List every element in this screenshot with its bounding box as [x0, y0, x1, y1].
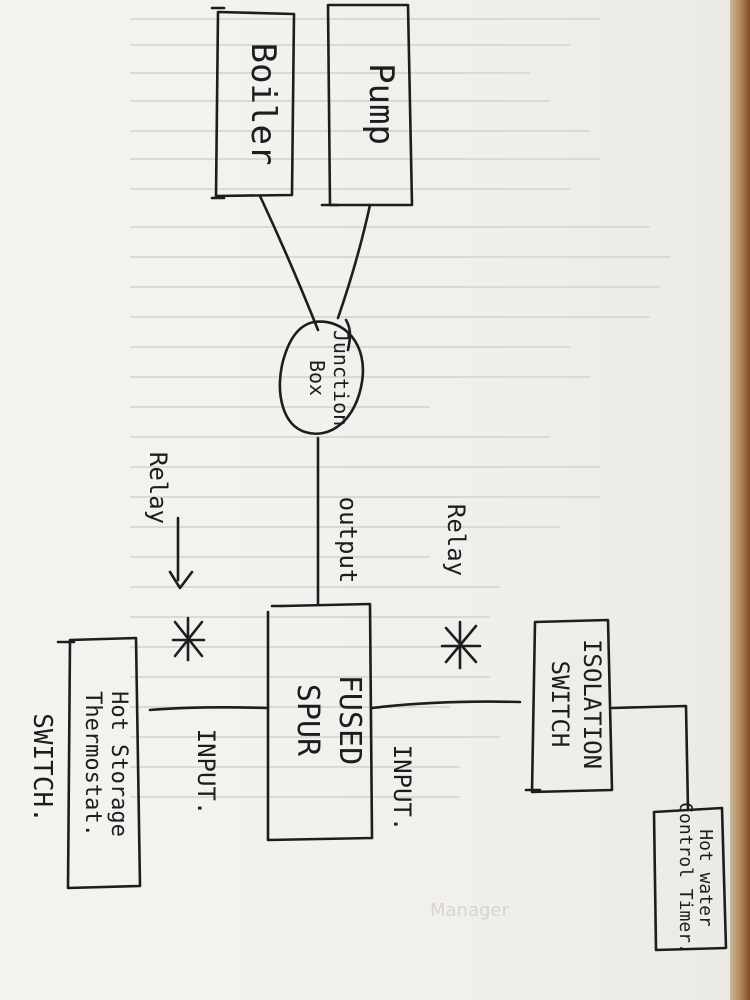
isolation-line2: SWITCH — [546, 661, 574, 748]
fused-spur-box[interactable] — [266, 602, 374, 842]
thermostat-box[interactable] — [56, 636, 142, 890]
junction-box-circle — [278, 320, 365, 435]
output-label: output — [334, 497, 362, 584]
relay-star-right — [440, 620, 482, 670]
wire-isolation-timer — [610, 704, 690, 812]
junction-box-label-line1: Junction — [329, 330, 353, 426]
pump-box[interactable] — [320, 3, 414, 207]
ghost-word: Manager — [430, 900, 509, 921]
timer-line2: Control Timer. — [675, 802, 696, 954]
timer-line1: Hot water — [695, 829, 716, 927]
fused-spur-line1: FUSED — [332, 675, 367, 765]
junction-box-label-line2: Box — [305, 360, 329, 396]
table-edge — [730, 0, 750, 1000]
pump-label: Pump — [361, 63, 401, 145]
relay-left-label: Relay — [144, 452, 172, 524]
input-left-label: INPUT. — [192, 729, 220, 816]
boiler-label: Boiler — [243, 43, 283, 166]
relay-star-left — [171, 616, 206, 662]
isolation-switch-box[interactable] — [524, 618, 614, 794]
switch-label: SWITCH. — [27, 713, 57, 823]
timer-box — [652, 806, 728, 952]
boiler-box[interactable] — [210, 6, 296, 200]
wire-boiler-junction — [258, 194, 320, 332]
input-right-label: INPUT. — [388, 745, 416, 832]
wire-pump-junction — [336, 203, 372, 320]
paper-sheet — [0, 0, 730, 1000]
wire-input-left — [148, 706, 270, 712]
fused-spur-line2: SPUR — [290, 684, 325, 757]
isolation-line1: ISOLATION — [578, 639, 606, 769]
wire-input-right — [370, 700, 522, 710]
relay-right-label: Relay — [442, 504, 470, 576]
thermostat-line2: Thermostat. — [80, 691, 105, 837]
thermostat-line1: Hot Storage — [106, 691, 131, 837]
bleed-through-lines: Manager — [130, 18, 670, 921]
relay-arrow-head — [168, 570, 194, 590]
